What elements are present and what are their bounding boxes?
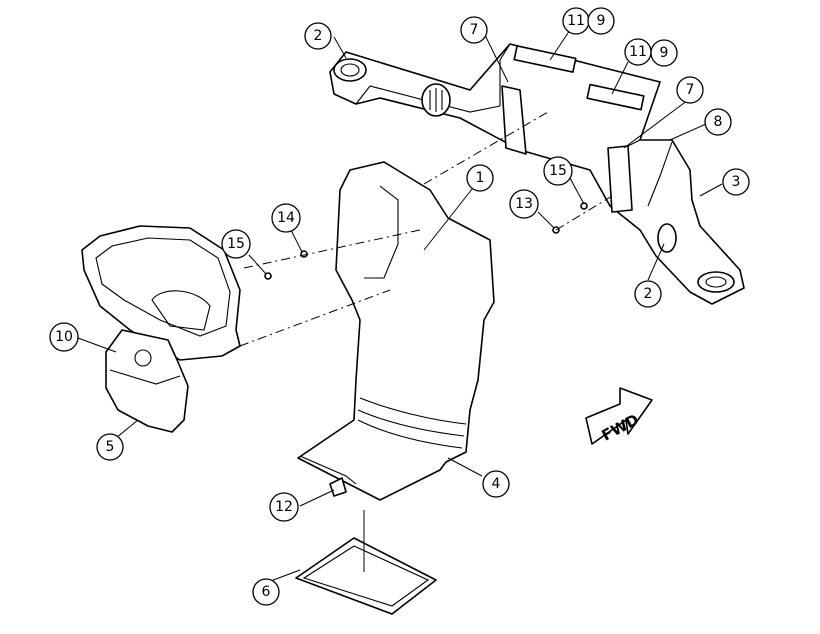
callout-7-left: 7 [460, 16, 488, 44]
svg-text:14: 14 [277, 210, 295, 226]
svg-text:11: 11 [567, 13, 585, 29]
left-cover-assembly [81, 225, 241, 433]
main-duct [297, 161, 495, 501]
svg-text:7: 7 [686, 82, 695, 98]
callout-1: 1 [466, 164, 494, 192]
callout-15-right: 15 [543, 156, 573, 186]
svg-text:3: 3 [732, 174, 741, 190]
callout-13: 13 [509, 189, 539, 219]
callout-4: 4 [482, 470, 510, 498]
callout-9-bottom: 9 [650, 39, 678, 67]
leader-lines [77, 29, 723, 583]
svg-text:10: 10 [55, 329, 73, 345]
svg-text:5: 5 [106, 439, 115, 455]
svg-text:4: 4 [492, 476, 501, 492]
callout-2-bottom: 2 [634, 280, 662, 308]
callout-15-left: 15 [221, 229, 251, 259]
callout-2-top: 2 [304, 22, 332, 50]
gasket [295, 537, 437, 615]
svg-text:8: 8 [714, 114, 723, 130]
callout-8: 8 [704, 108, 732, 136]
callout-14: 14 [271, 203, 301, 233]
upper-duct-assembly [329, 43, 745, 305]
svg-text:6: 6 [262, 584, 271, 600]
callout-9-top: 9 [587, 7, 615, 35]
forward-arrow: FWD [585, 387, 653, 445]
callout-10: 10 [49, 322, 79, 352]
svg-text:9: 9 [660, 45, 669, 61]
callout-7-right: 7 [676, 76, 704, 104]
callout-5: 5 [96, 433, 124, 461]
svg-text:11: 11 [629, 44, 647, 60]
svg-text:9: 9 [597, 13, 606, 29]
callout-11-bottom: 11 [624, 38, 652, 66]
callout-3: 3 [722, 168, 750, 196]
svg-text:13: 13 [515, 196, 533, 212]
svg-text:7: 7 [470, 22, 479, 38]
callout-6: 6 [252, 578, 280, 606]
svg-text:15: 15 [227, 236, 245, 252]
svg-text:1: 1 [476, 170, 485, 186]
assembly-lines [239, 111, 613, 347]
callout-11-top: 11 [562, 7, 590, 35]
svg-text:15: 15 [549, 163, 567, 179]
svg-text:12: 12 [275, 499, 293, 515]
svg-text:2: 2 [314, 28, 323, 44]
callout-12: 12 [269, 492, 299, 522]
svg-text:2: 2 [644, 286, 653, 302]
